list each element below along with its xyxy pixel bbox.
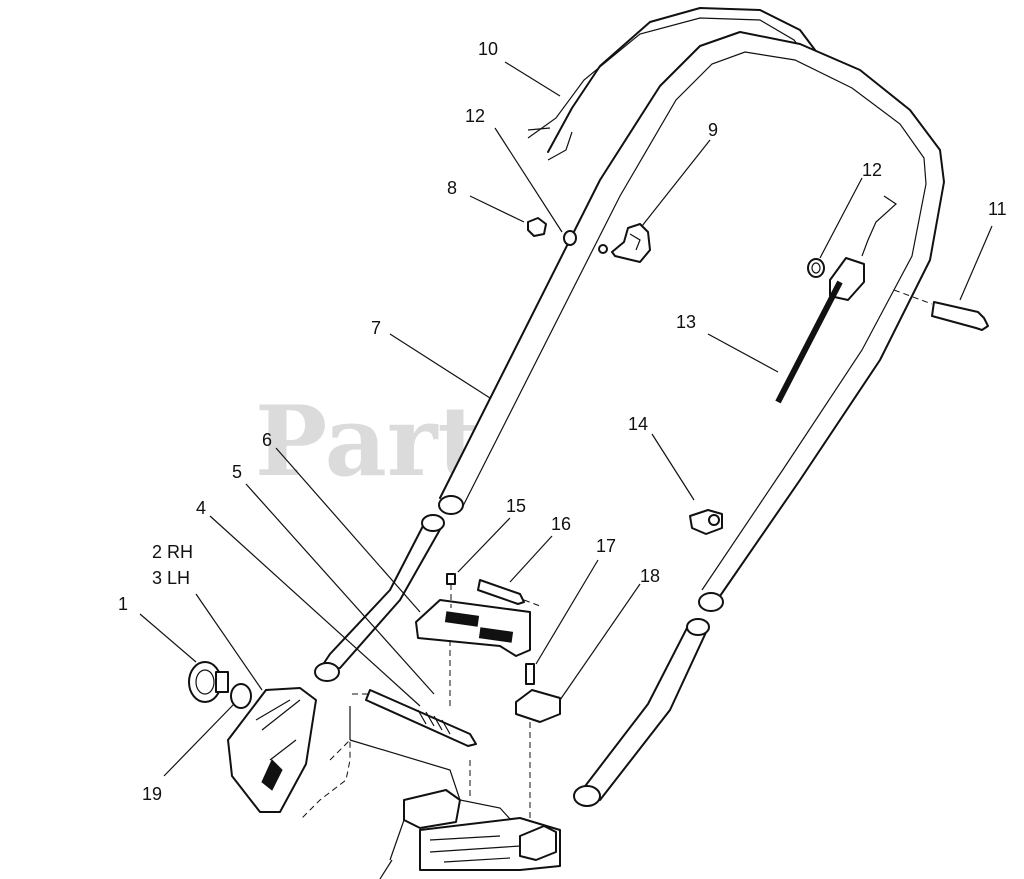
spacer bbox=[230, 683, 252, 709]
callout-18: 18 bbox=[640, 566, 660, 586]
lower-handle-left bbox=[314, 514, 445, 682]
side-bracket bbox=[227, 687, 317, 813]
callout-11: 11 bbox=[988, 199, 1007, 219]
cable-clip bbox=[611, 223, 651, 263]
callout-19: 19 bbox=[142, 784, 162, 804]
callout-6: 6 bbox=[262, 430, 272, 450]
handle-bracket-plate bbox=[415, 599, 531, 657]
callout-14: 14 bbox=[628, 414, 648, 434]
callout-16: 16 bbox=[551, 514, 571, 534]
callout-17: 17 bbox=[596, 536, 616, 556]
bolt-16 bbox=[477, 579, 541, 607]
callout-12-left: 12 bbox=[465, 106, 485, 126]
callout-5: 5 bbox=[232, 462, 242, 482]
leader-lines bbox=[139, 61, 993, 777]
callout-12-right: 12 bbox=[862, 160, 882, 180]
callout-3-lh: 3 LH bbox=[152, 568, 190, 588]
deck-frame bbox=[299, 640, 561, 879]
block-18 bbox=[515, 689, 561, 830]
callout-15: 15 bbox=[506, 496, 526, 516]
callout-1: 1 bbox=[118, 594, 128, 614]
carriage-bolt bbox=[893, 289, 989, 331]
knob bbox=[188, 661, 229, 703]
screw-15 bbox=[446, 573, 456, 608]
callout-2-rh: 2 RH bbox=[152, 542, 193, 562]
callout-labels: 10 12 9 8 12 11 7 13 6 14 5 4 15 16 17 2… bbox=[118, 39, 1007, 804]
washer-right bbox=[807, 258, 825, 278]
threaded-rod bbox=[775, 280, 843, 404]
callout-13: 13 bbox=[676, 312, 696, 332]
main-handle bbox=[438, 31, 945, 612]
long-bolt bbox=[352, 689, 477, 747]
callout-8: 8 bbox=[447, 178, 457, 198]
screw-17 bbox=[525, 663, 535, 685]
callout-7: 7 bbox=[371, 318, 381, 338]
callout-10: 10 bbox=[478, 39, 498, 59]
nut-washer-left bbox=[527, 217, 608, 254]
callout-9: 9 bbox=[708, 120, 718, 140]
cable-clamp bbox=[689, 509, 723, 535]
callout-4: 4 bbox=[196, 498, 206, 518]
lower-handle-right bbox=[573, 618, 710, 807]
